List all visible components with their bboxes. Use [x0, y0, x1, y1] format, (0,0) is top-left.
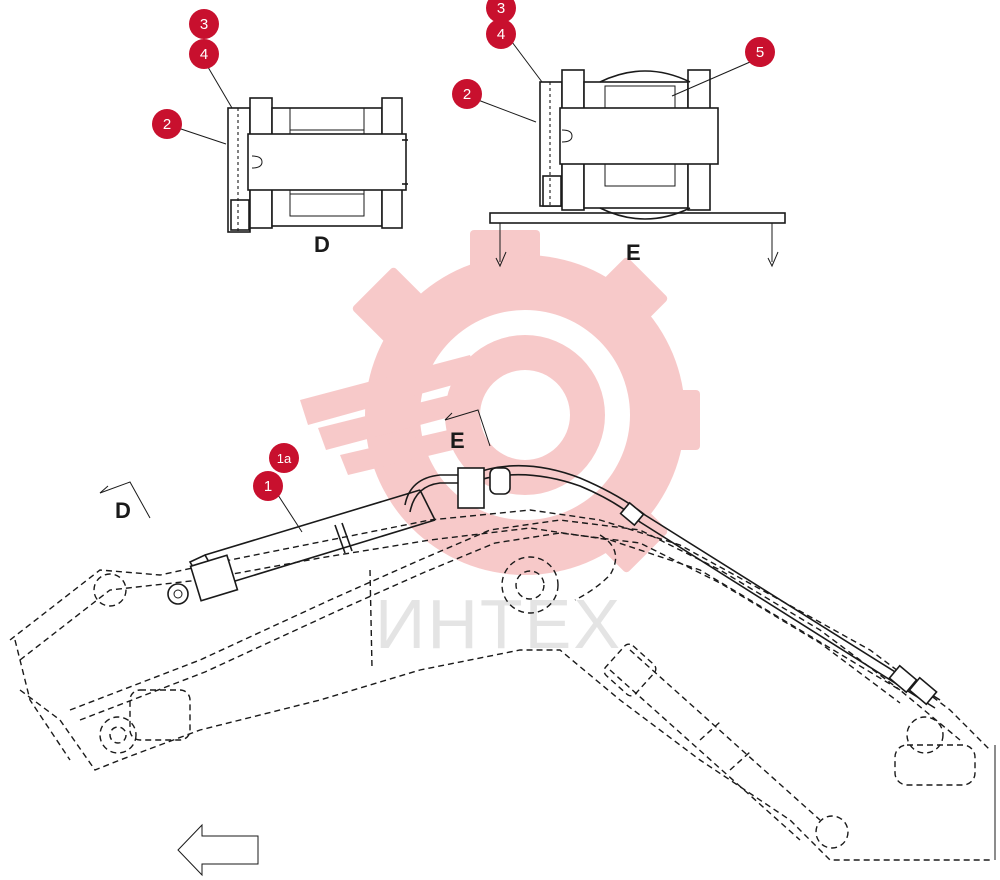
- callout-markers: 3 4 2 3 4 2 5 1a: [152, 0, 775, 501]
- watermark-logo: ИНТЕХ: [300, 230, 700, 663]
- view-label-d: D: [314, 232, 330, 257]
- view-label-e: E: [626, 240, 641, 265]
- detail-view-d: D: [227, 97, 408, 257]
- direction-arrow-icon: [177, 823, 259, 877]
- callout-3-view-d: 3: [189, 9, 219, 39]
- callout-3-view-e: 3: [486, 0, 516, 23]
- callout-2-view-d: 2: [152, 109, 182, 139]
- callout-5-view-e: 5: [745, 37, 775, 67]
- callout-4-view-d: 4: [189, 39, 219, 69]
- callout-4-view-e: 4: [486, 19, 516, 49]
- section-marker-e: E: [450, 428, 465, 453]
- svg-text:3: 3: [200, 16, 208, 33]
- callout-1: 1: [253, 471, 283, 501]
- svg-text:3: 3: [497, 0, 505, 17]
- callout-1a: 1a: [269, 443, 299, 473]
- svg-text:5: 5: [756, 44, 764, 61]
- callout-2-view-e: 2: [452, 79, 482, 109]
- leader-lines: [177, 41, 751, 533]
- boom-assembly: D E: [9, 409, 996, 877]
- svg-text:4: 4: [200, 46, 208, 63]
- watermark-text: ИНТЕХ: [375, 585, 622, 663]
- svg-text:1: 1: [264, 478, 272, 495]
- svg-text:2: 2: [163, 116, 171, 133]
- detail-view-e: E: [489, 69, 786, 268]
- svg-text:4: 4: [497, 26, 505, 43]
- svg-text:2: 2: [463, 86, 471, 103]
- section-marker-d: D: [115, 498, 131, 523]
- svg-text:1a: 1a: [277, 451, 292, 466]
